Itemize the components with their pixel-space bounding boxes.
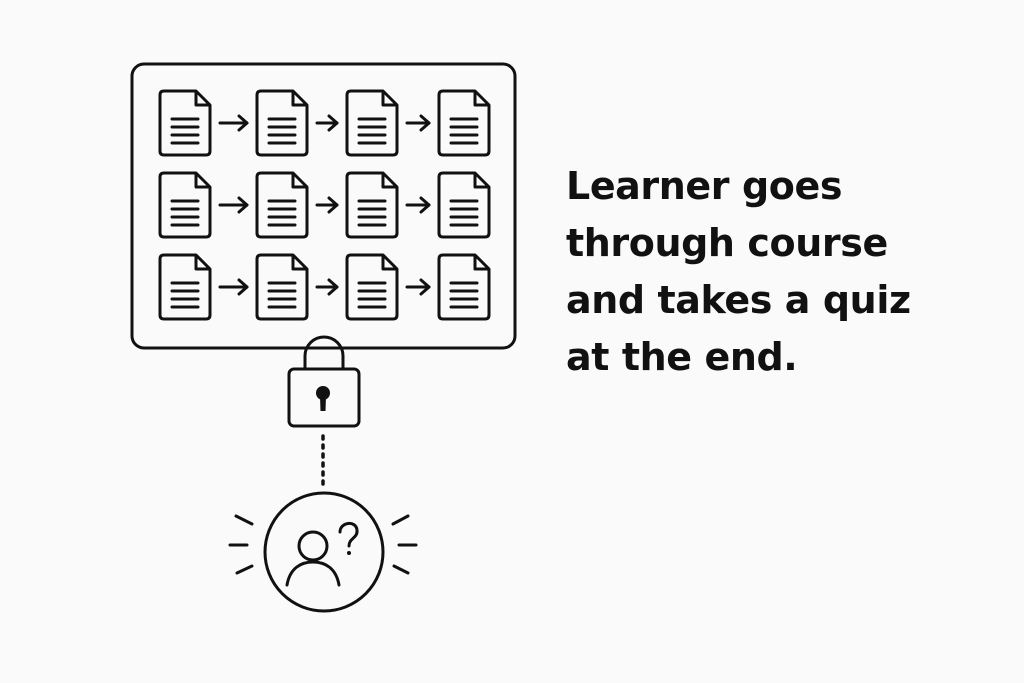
arrow-right-icon [218,114,249,132]
document-icon [255,171,309,239]
user-question-icon [263,491,385,613]
padlock-icon [287,335,361,428]
arrow-right-icon [315,114,339,132]
caption-line: through course [566,221,888,265]
document-icon [437,253,491,321]
arrow-right-icon [315,278,339,296]
document-icon [158,171,212,239]
arrow-right-icon [405,278,431,296]
document-icon [255,253,309,321]
course-document-grid [158,89,491,321]
attention-rays [228,514,418,575]
document-icon [158,253,212,321]
caption-line: and takes a quiz [566,278,911,322]
caption-line: Learner goes [566,164,843,208]
arrow-right-icon [405,114,431,132]
course-frame [130,62,517,350]
document-icon [437,89,491,157]
arrow-right-icon [315,196,339,214]
arrow-right-icon [405,196,431,214]
document-icon [158,89,212,157]
caption-line: at the end. [566,335,798,379]
document-icon [345,89,399,157]
document-icon [345,171,399,239]
document-icon [345,253,399,321]
arrow-right-icon [218,278,249,296]
arrow-right-icon [218,196,249,214]
document-icon [437,171,491,239]
diagram-caption: Learner goes through course and takes a … [566,158,1006,386]
document-icon [255,89,309,157]
